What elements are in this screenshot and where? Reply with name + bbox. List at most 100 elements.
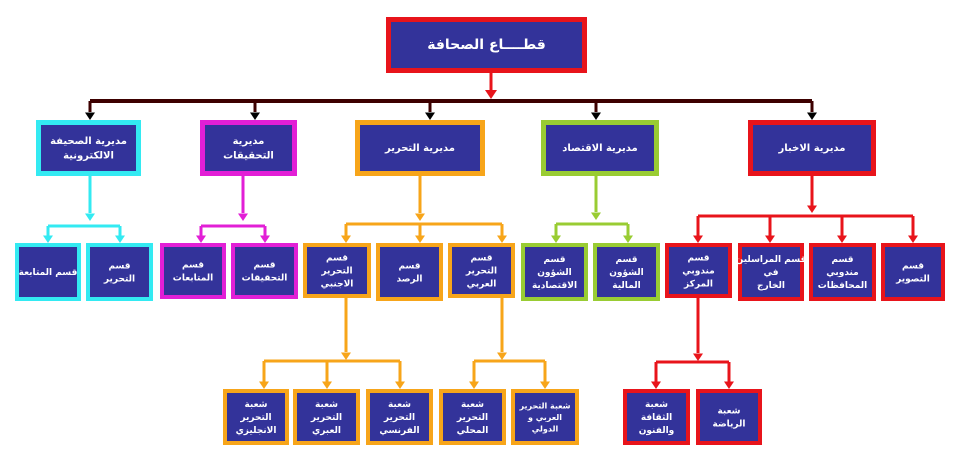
arrow-head xyxy=(260,235,270,243)
trunk-arrow xyxy=(807,112,817,120)
section-economic-affairs-fill xyxy=(525,247,584,297)
section-financial-affairs-fill xyxy=(597,247,656,297)
section-follow-up-label: قسم المتابعة xyxy=(19,268,78,278)
arrow-head xyxy=(85,213,95,221)
arrow-head xyxy=(259,381,269,389)
arrow-head xyxy=(551,235,561,243)
trunk-arrow xyxy=(85,112,95,120)
arrow-head xyxy=(497,235,507,243)
arrow-head xyxy=(415,213,425,221)
arrow-head xyxy=(837,235,847,243)
section-monitoring-fill xyxy=(380,247,439,297)
arrow-head xyxy=(623,235,633,243)
root-box-label: قطــــاع الصحافة xyxy=(427,37,546,53)
arrow-head xyxy=(341,352,351,360)
section-center-delegates-fill xyxy=(669,247,728,294)
directorate-news: مديرية الاخبار xyxy=(748,120,876,176)
section-investigations-fill xyxy=(235,247,294,295)
arrow-head xyxy=(908,235,918,243)
branch-arabic-international-fill xyxy=(515,393,575,441)
arrow-head xyxy=(415,235,425,243)
directorate-investigations-fill xyxy=(205,125,292,171)
directorate-editing-fill xyxy=(360,125,480,171)
arrow-head xyxy=(497,352,507,360)
section-foreign-correspondents-fill xyxy=(742,247,800,297)
directorate-economy-fill xyxy=(546,125,654,171)
arrow-head xyxy=(651,381,661,389)
directorate-news-label: مديرية الاخبار xyxy=(778,143,846,154)
arrow-head xyxy=(540,381,550,389)
arrow-head xyxy=(469,381,479,389)
section-foreign-editing-fill xyxy=(307,247,367,294)
arrow-head xyxy=(693,235,703,243)
section-follow-up: قسم المتابعة xyxy=(15,243,81,301)
branch-culture-arts-fill xyxy=(627,393,686,441)
arrow-head xyxy=(322,381,332,389)
org-boxes: قطــــاع الصحافة مديرية الاخبار مديرية الا… xyxy=(15,17,945,445)
arrow-head xyxy=(196,235,206,243)
arrow-head xyxy=(807,205,817,213)
directorate-economy: مديرية الاقتصاد xyxy=(541,120,659,176)
connector-lines xyxy=(43,73,918,389)
trunk-arrow xyxy=(425,112,435,120)
root-box: قطــــاع الصحافة xyxy=(386,17,587,73)
section-governorate-delegates-fill xyxy=(813,247,872,297)
section-photography-fill xyxy=(885,247,941,297)
directorate-news-fill xyxy=(753,125,871,171)
arrow-head xyxy=(693,353,703,361)
trunk-arrow xyxy=(591,112,601,120)
branch-english-fill xyxy=(227,393,285,441)
directorate-editing: مديرية التحرير xyxy=(355,120,485,176)
section-arabic-editing-fill xyxy=(452,247,511,294)
arrow-head xyxy=(591,212,601,220)
arrow-head xyxy=(724,381,734,389)
branch-hebrew-fill xyxy=(297,393,356,441)
directorate-economy-label: مديرية الاقتصاد xyxy=(562,143,638,154)
arrow-head xyxy=(238,213,248,221)
section-follow-ups-fill xyxy=(164,247,222,295)
root-arrow xyxy=(485,90,497,99)
section-editing-fill xyxy=(90,247,149,297)
root-box-fill xyxy=(391,22,582,68)
branch-sports-fill xyxy=(700,393,758,441)
branch-local-fill xyxy=(443,393,502,441)
arrow-head xyxy=(765,235,775,243)
